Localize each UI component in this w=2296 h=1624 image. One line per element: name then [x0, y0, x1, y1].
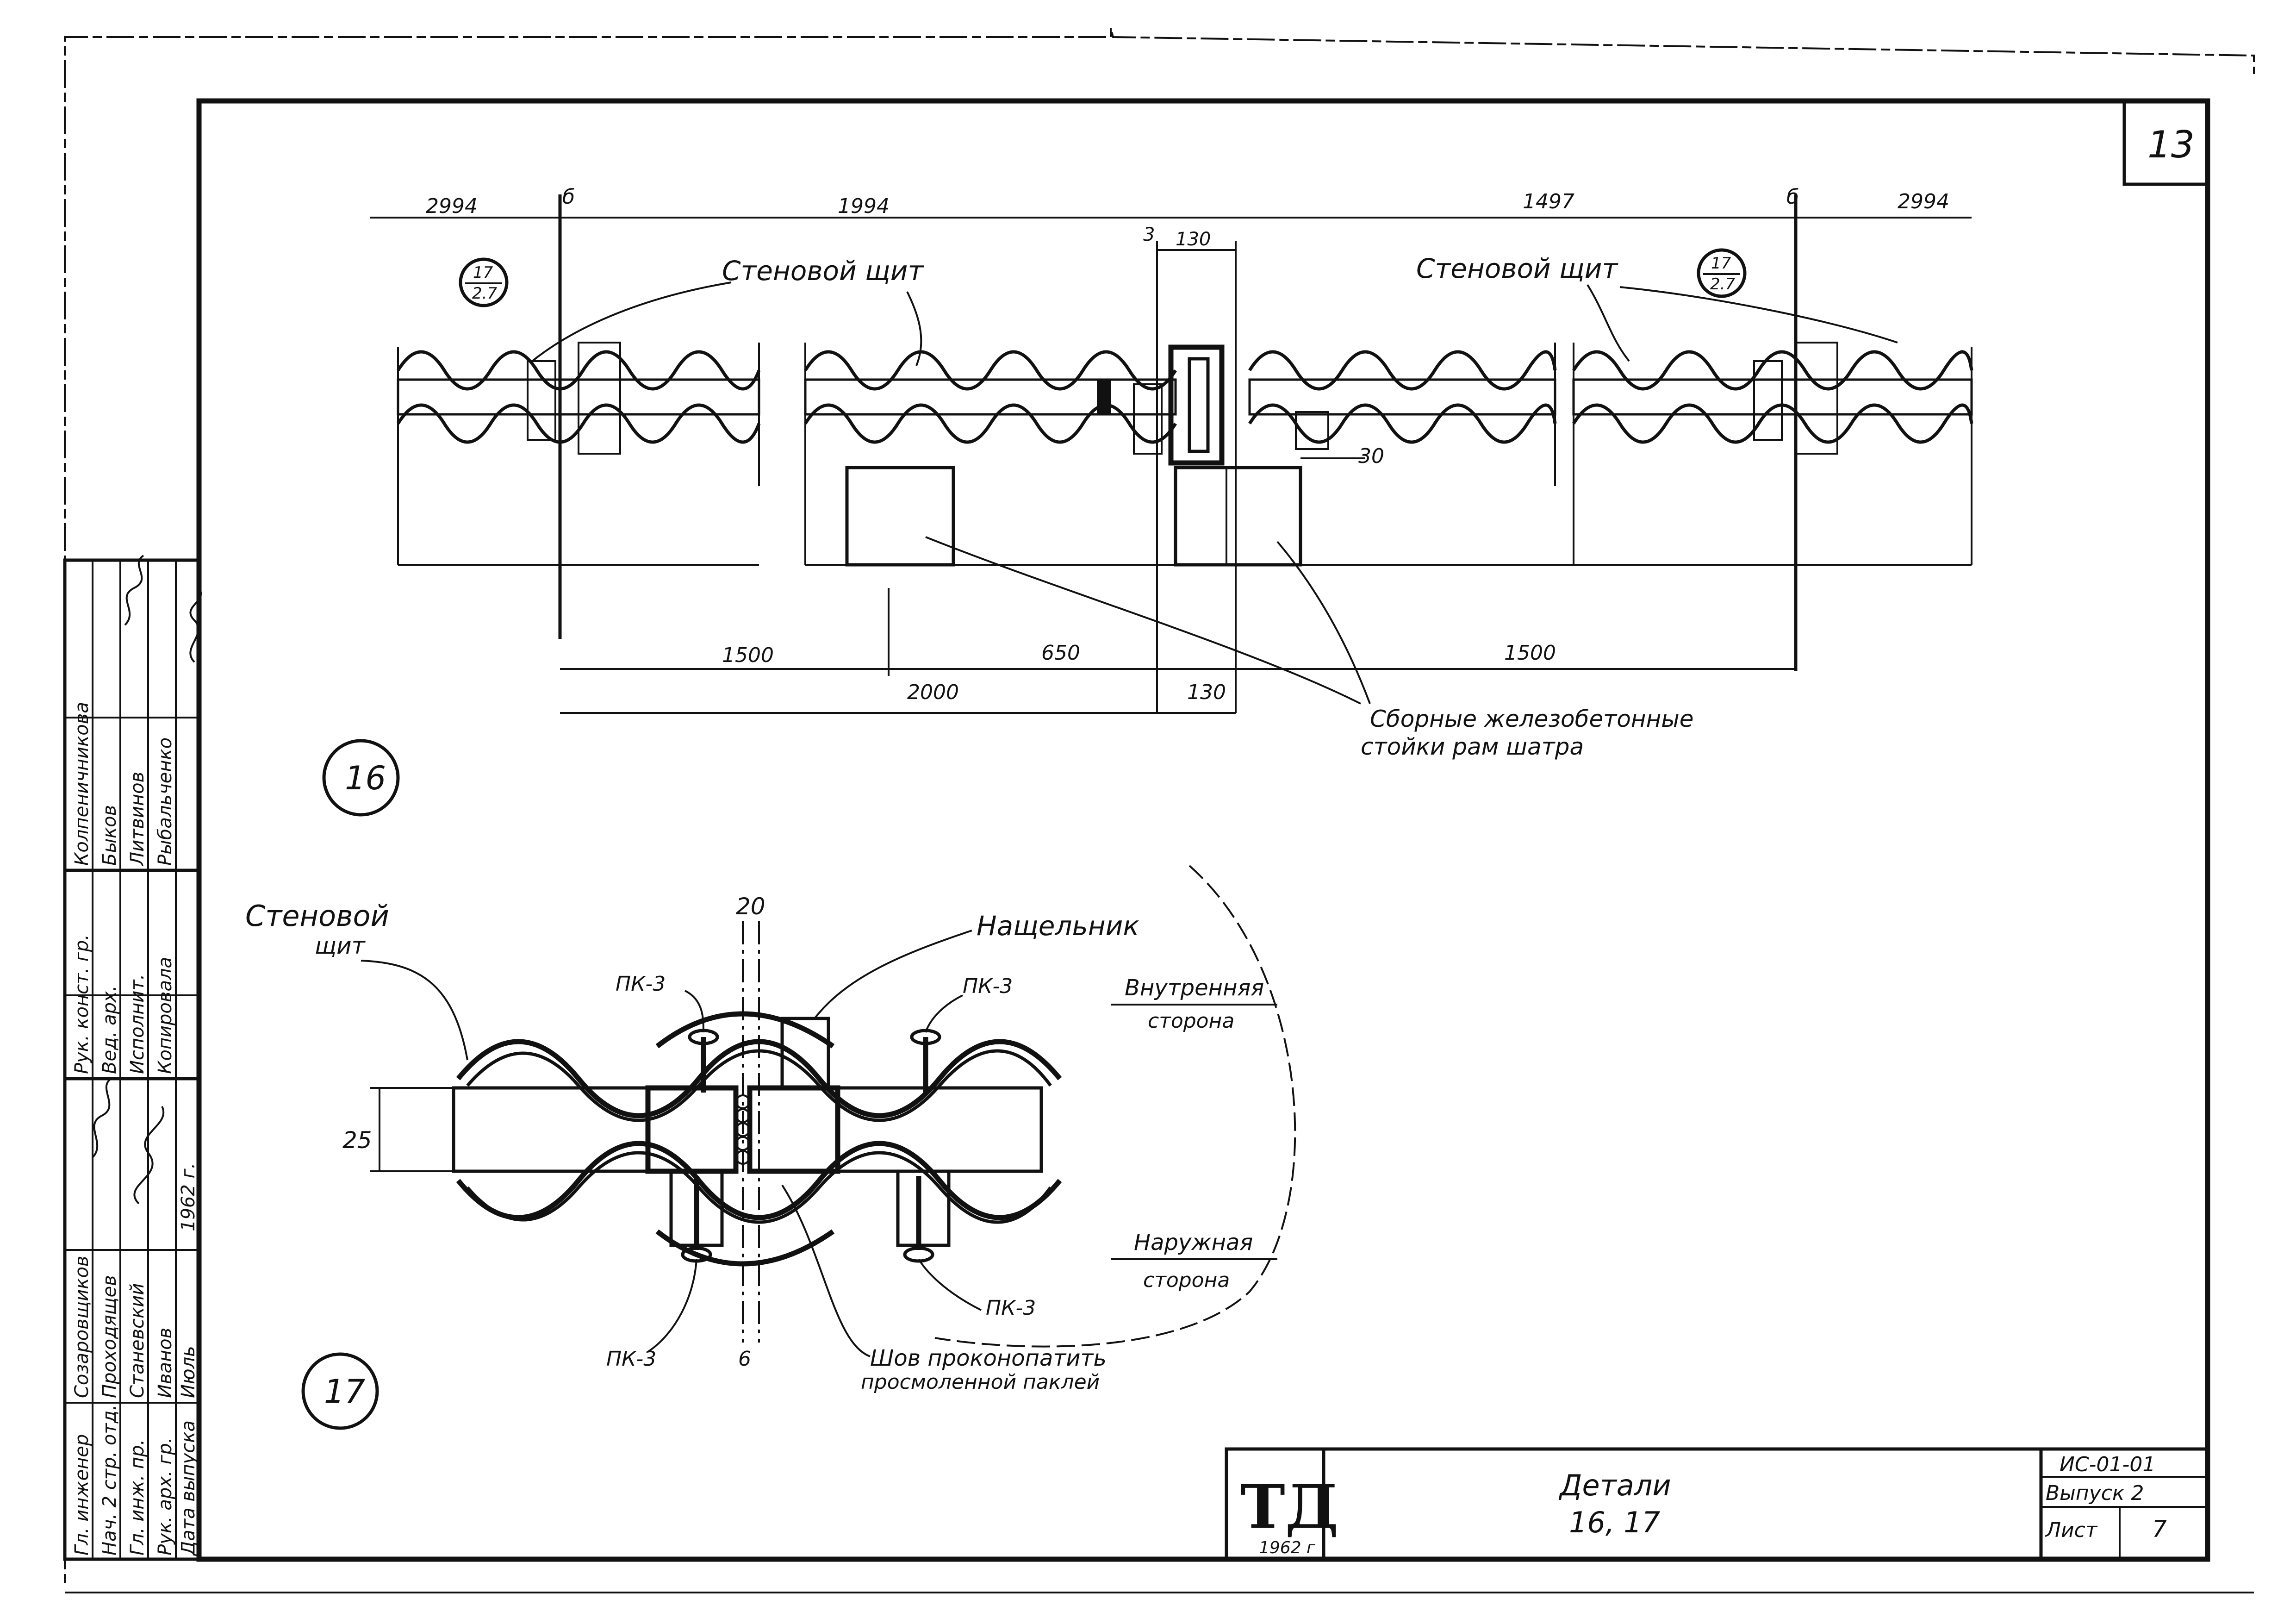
- fastener-label-bottom-right: ПК-3: [986, 1296, 1036, 1320]
- ref-right-sheet: 2.7: [1710, 275, 1735, 294]
- fastener-label-top-right: ПК-3: [963, 974, 1013, 998]
- sig-name2-1: Колпеничникова: [71, 702, 93, 866]
- dim-6: 6: [738, 1347, 751, 1371]
- title-line1: Детали: [1558, 1468, 1671, 1502]
- outer-side-line2: сторона: [1143, 1268, 1230, 1292]
- title-block: ТД 1962 г Детали 16, 17 ИС-01-01 Выпуск …: [1225, 1447, 2209, 1561]
- wall-panel-label-left: Стеновой щит: [722, 255, 924, 287]
- sheet-no: 7: [2152, 1516, 2167, 1543]
- concrete-note-line1: Сборные железобетонные: [1370, 706, 1694, 732]
- wall-panel-label-line2: щит: [315, 932, 366, 959]
- outer-side-line1: Наружная: [1134, 1230, 1253, 1255]
- sig-role-3: Гл. инж. пр.: [127, 1439, 148, 1555]
- sig-name-3: Станевский: [127, 1283, 148, 1398]
- sig-name-4: Иванов: [155, 1328, 176, 1398]
- sig-role-4: Рук. арх. гр.: [155, 1437, 176, 1555]
- sig-role-5: Дата выпуска: [178, 1420, 199, 1556]
- td-logo-year: 1962 г: [1259, 1538, 1316, 1557]
- sig-role2-3: Исполнит.: [127, 974, 148, 1074]
- fastener-label-top-left: ПК-3: [616, 972, 666, 996]
- inner-side-line2: сторона: [1148, 1009, 1234, 1033]
- sheet-trim-lines: [64, 27, 2255, 1593]
- dim-130-top: 130: [1176, 229, 1211, 250]
- sig-role-1: Гл. инженер: [71, 1434, 93, 1555]
- detail-17-label: 17: [324, 1373, 365, 1411]
- ref-circle-right: 17 2.7: [1697, 248, 1747, 298]
- dim-30: 30: [1358, 444, 1384, 468]
- concrete-post-center: [1174, 466, 1302, 567]
- sheet-label: Лист: [2045, 1518, 2098, 1542]
- ref-left-num: 17: [473, 263, 493, 282]
- drawing-frame: [196, 98, 2210, 1562]
- doc-code: ИС-01-01: [2060, 1453, 2155, 1476]
- seam-note-line2: просмоленной паклей: [861, 1370, 1100, 1394]
- dim-1497: 1497: [1523, 190, 1574, 213]
- concrete-note-line2: стойки рам шатра: [1361, 733, 1584, 760]
- dim-1500-right: 1500: [1504, 641, 1556, 665]
- detail-17: 25 20 6 Стеновой щит Нащельник ПК-3 ПК-3…: [245, 865, 1296, 1430]
- dim-1994: 1994: [838, 194, 890, 218]
- wall-panel-label-line1: Стеновой: [245, 899, 389, 933]
- dim-2994-right: 2994: [1898, 190, 1949, 213]
- sig-role2-4: Копировала: [155, 957, 176, 1074]
- signature-strip: Гл. инженер Созаровщиков Рук. конст. гр.…: [63, 555, 202, 1561]
- batten-label: Нащельник: [977, 910, 1139, 942]
- sig-name-5: Июль: [178, 1346, 199, 1398]
- title-line2: 16, 17: [1569, 1505, 1660, 1539]
- sheet-number: 13: [2147, 123, 2195, 166]
- wall-panel-segments: [397, 342, 1973, 565]
- sig-name2-4: Рыбальченко: [155, 737, 176, 866]
- dim-2000: 2000: [907, 681, 959, 704]
- dim-20: 20: [736, 893, 765, 920]
- sig-name-2: Проходящев: [99, 1275, 120, 1398]
- detail-16-label: 16: [345, 759, 386, 797]
- seam-note-line1: Шов проконопатить: [870, 1345, 1107, 1371]
- axis-mark-right: б: [1786, 185, 1799, 209]
- sig-name2-3: Литвинов: [127, 772, 148, 867]
- dim-25: 25: [342, 1127, 372, 1154]
- wall-panel-label-right: Стеновой щит: [1416, 253, 1618, 284]
- inner-side-line1: Внутренняя: [1125, 975, 1264, 1001]
- sig-role-2: Нач. 2 стр. отд.: [99, 1405, 120, 1555]
- issue-label: Выпуск 2: [2046, 1481, 2144, 1505]
- dim-130-bottom: 130: [1187, 681, 1226, 704]
- concrete-post-left: [845, 466, 955, 567]
- dim-650: 650: [1041, 641, 1080, 665]
- ref-right-num: 17: [1711, 254, 1731, 273]
- sig-year: 1962 г.: [178, 1163, 199, 1231]
- dim-2994-left: 2994: [426, 194, 478, 218]
- axis-mark-left: б: [562, 185, 575, 209]
- detail-16: 2994 1994 1497 2994 б б 3 130: [322, 185, 1973, 817]
- dim-1500-left: 1500: [722, 643, 774, 667]
- ref-left-sheet: 2.7: [472, 284, 497, 303]
- ref-circle-left: 17 2.7: [459, 257, 509, 307]
- sig-name2-2: Быков: [99, 805, 120, 866]
- sig-role2-2: Вед. арх.: [99, 986, 120, 1074]
- sig-name-1: Созаровщиков: [71, 1256, 93, 1399]
- sig-role2-1: Рук. конст. гр.: [71, 934, 93, 1074]
- td-logo: ТД: [1240, 1471, 1338, 1542]
- dim-3: 3: [1143, 224, 1155, 245]
